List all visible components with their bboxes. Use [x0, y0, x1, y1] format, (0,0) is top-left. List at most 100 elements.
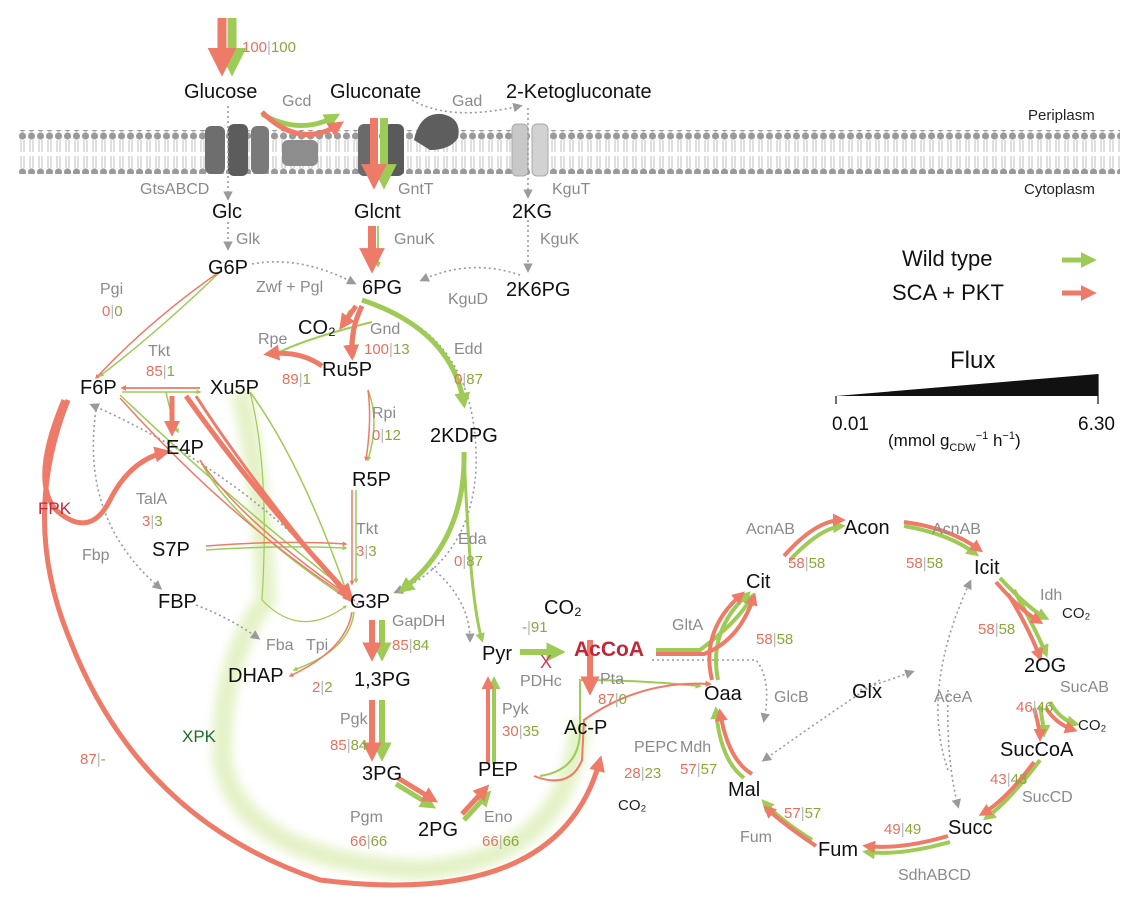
- met-mal: Mal: [728, 779, 760, 801]
- flux-edd: 0|87: [454, 371, 483, 388]
- enz-pgk: Pgk: [340, 711, 369, 728]
- enz-eda: Eda: [458, 531, 487, 548]
- enz-gtsabcd: GtsABCD: [140, 181, 209, 198]
- enz-rpe: Rpe: [258, 331, 287, 348]
- flux-eno: 66|66: [482, 833, 519, 850]
- flux-idh: 58|58: [978, 621, 1015, 638]
- sca-pkt-fluxes: [42, 18, 1078, 888]
- flux-pgi: 0|0: [102, 303, 123, 320]
- cytoplasm-label: Cytoplasm: [1024, 181, 1095, 198]
- membrane: [18, 130, 1120, 174]
- met-3pg: 3PG: [362, 763, 402, 785]
- met-pep: PEP: [478, 759, 518, 781]
- enz-acnab1: AcnAB: [746, 521, 795, 538]
- met-acp: Ac-P: [564, 717, 607, 739]
- periplasm-label: Periplasm: [1028, 107, 1095, 124]
- legend-wild-type-label: Wild type: [902, 246, 992, 271]
- met-g6p: G6P: [208, 257, 248, 279]
- flux-pdhc: -|91: [522, 619, 548, 636]
- flux-pyk: 30|35: [502, 723, 539, 740]
- enz-gntt: GntT: [398, 181, 434, 198]
- enz-gnuk: GnuK: [394, 231, 435, 248]
- flux-tpi: 2|2: [312, 679, 333, 696]
- met-2k6pg: 2K6PG: [506, 279, 570, 301]
- flux-rpi: 0|12: [372, 427, 401, 444]
- enz-pyk: Pyk: [502, 701, 530, 718]
- enz-pgi: Pgi: [100, 281, 123, 298]
- enz-acea: AceA: [934, 689, 973, 706]
- enz-kguk: KguK: [540, 231, 579, 248]
- flux-fpk: 87|-: [80, 751, 106, 768]
- flux-pepc: 28|23: [624, 765, 661, 782]
- met-ru5p: Ru5P: [322, 359, 372, 381]
- met-icit: Icit: [974, 557, 1000, 579]
- enz-sdhabcd: SdhABCD: [898, 867, 971, 884]
- enz-xpk: XPK: [182, 727, 217, 746]
- legend-flux-max: 6.30: [1078, 414, 1115, 435]
- met-co2-pepc: CO₂: [618, 797, 647, 814]
- met-oaa: Oaa: [704, 683, 743, 705]
- met-glc: Glc: [212, 201, 242, 223]
- wild-type-fluxes: [98, 18, 1080, 860]
- met-g3p: G3P: [350, 591, 390, 613]
- flux-sucab: 46|46: [1016, 699, 1053, 716]
- flux-pgk: 85|84: [330, 737, 367, 754]
- enz-mdh: Mdh: [680, 739, 711, 756]
- flux-eda: 0|87: [454, 553, 483, 570]
- enz-edd: Edd: [454, 341, 482, 358]
- met-co2-idh: CO₂: [1062, 605, 1091, 622]
- flux-mdh: 57|57: [680, 761, 717, 778]
- flux-tkt1: 85|1: [146, 363, 175, 380]
- flux-gapdh: 85|84: [392, 637, 429, 654]
- enz-pdhc: PDHc: [520, 673, 562, 690]
- enz-glta: GltA: [672, 617, 703, 634]
- met-xu5p: Xu5P: [210, 377, 259, 399]
- flux-values: 100|100 0|0 100|13 85|1 89|1 0|87 0|12 3…: [80, 39, 1053, 850]
- enz-kgut: KguT: [552, 181, 590, 198]
- met-succoa: SucCoA: [1000, 739, 1074, 761]
- legend-flux-min: 0.01: [832, 414, 869, 435]
- flux-rpe: 89|1: [282, 371, 311, 388]
- pdhc-blocked-mark: X: [540, 652, 552, 672]
- enz-zwf-pgl: Zwf + Pgl: [256, 279, 323, 296]
- flux-uptake: 100|100: [242, 39, 296, 56]
- enz-eno: Eno: [484, 809, 513, 826]
- enz-acnab2: AcnAB: [932, 521, 981, 538]
- flux-succd: 43|43: [990, 771, 1027, 788]
- dotted-reactions: [89, 99, 972, 809]
- enz-glk: Glk: [236, 231, 261, 248]
- flux-pgm: 66|66: [350, 833, 387, 850]
- enz-tkt2: Tkt: [356, 521, 379, 538]
- met-2-ketogluconate: 2-Ketogluconate: [506, 81, 652, 103]
- enz-gapdh: GapDH: [392, 613, 445, 630]
- met-e4p: E4P: [166, 437, 204, 459]
- met-1-3pg: 1,3PG: [354, 669, 411, 691]
- met-2og: 2OG: [1024, 655, 1066, 677]
- enz-tala: TalA: [136, 491, 167, 508]
- met-cit: Cit: [746, 571, 771, 593]
- flux-gnd: 100|13: [364, 341, 410, 358]
- flux-acn2: 58|58: [906, 555, 943, 572]
- legend-flux-title: Flux: [950, 347, 995, 374]
- legend-flux-wedge: [836, 374, 1098, 396]
- met-f6p: F6P: [80, 377, 117, 399]
- met-r5p: R5P: [352, 469, 391, 491]
- gad-enzyme-icon: [414, 113, 459, 150]
- enz-sucab: SucAB: [1060, 679, 1109, 696]
- metabolite-labels: Glucose Gluconate 2-Ketogluconate Glc Gl…: [80, 81, 1107, 861]
- flux-tala: 3|3: [142, 513, 163, 530]
- met-glcnt: Glcnt: [354, 201, 401, 223]
- xpk-glow: [211, 389, 590, 881]
- met-succ: Succ: [948, 817, 992, 839]
- compartment-labels: Periplasm Cytoplasm: [1024, 107, 1095, 198]
- enz-tpi: Tpi: [306, 637, 328, 654]
- legend-flux-unit: (mmol gCDW−1 h−1): [888, 430, 1021, 454]
- met-glucose: Glucose: [184, 81, 257, 103]
- enz-pta: Pta: [600, 671, 624, 688]
- flux-glta: 58|58: [756, 631, 793, 648]
- enz-fbp: Fbp: [82, 547, 110, 564]
- enz-succd: SucCD: [1022, 789, 1073, 806]
- enz-gcd: Gcd: [282, 93, 311, 110]
- met-glx: Glx: [852, 681, 882, 703]
